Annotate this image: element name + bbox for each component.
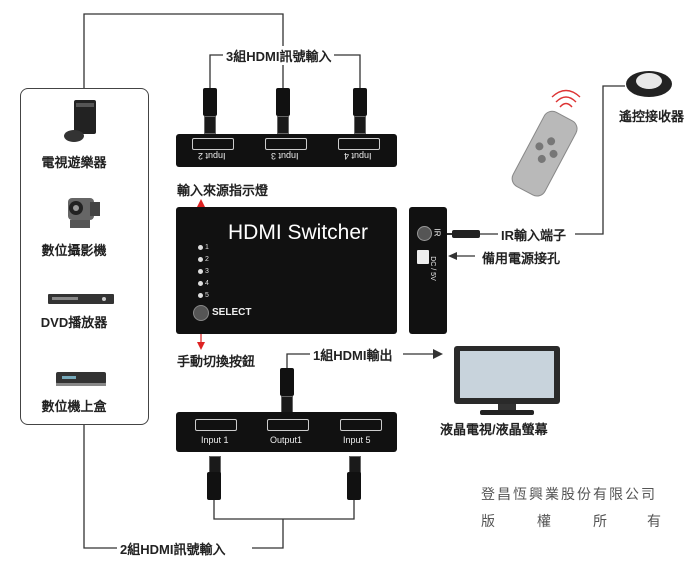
top-input-label: 3組HDMI訊號輸入: [223, 46, 335, 65]
set-top-box-icon: [56, 368, 106, 386]
dc-power-jack[interactable]: [417, 250, 429, 264]
input-led-1: [198, 245, 203, 250]
ir-jack[interactable]: [417, 226, 432, 241]
led-number-2: 2: [205, 256, 209, 263]
device-label-dvd-player: DVD播放器: [40, 315, 108, 330]
device-label-set-top-box: 數位機上盒: [41, 399, 107, 414]
dvd-player-icon: [48, 292, 114, 304]
hdmi-port-input-3: [265, 138, 307, 150]
copyright-char-2: 權: [537, 513, 553, 529]
tv-label: 液晶電視/液晶螢幕: [437, 419, 551, 438]
port-label-input-5: Input 5: [343, 435, 371, 445]
hdmi-port-input-1: [195, 419, 237, 431]
hdmi-port-output-1: [267, 419, 309, 431]
lcd-tv-icon: [452, 344, 562, 416]
select-button[interactable]: [193, 305, 209, 321]
backup-power-label: 備用電源接孔: [479, 248, 564, 267]
bottom-port-panel: [176, 412, 397, 452]
hdmi-plug-tip-top-1: [204, 116, 216, 134]
port-label-input-3: Input 3: [271, 151, 299, 161]
led-number-3: 3: [205, 268, 209, 275]
hdmi-plug-top-3: [353, 88, 367, 116]
led-number-5: 5: [205, 292, 209, 299]
switcher-title: HDMI Switcher: [228, 221, 369, 244]
indicator-label: 輸入來源指示燈: [174, 180, 272, 199]
device-label-camcorder: 數位攝影機: [41, 243, 107, 258]
hdmi-plug-output: [280, 368, 294, 396]
hdmi-port-input-4: [338, 138, 380, 150]
hdmi-plug-tip-top-2: [277, 116, 289, 134]
input-led-2: [198, 257, 203, 262]
port-label-input-2: Input 2: [198, 151, 226, 161]
remote-control-icon: [500, 110, 590, 200]
dc-side-label: DC / 5V: [428, 256, 436, 281]
ir-side-label: IR: [432, 228, 442, 237]
hdmi-plug-tip-top-3: [354, 116, 366, 134]
led-number-4: 4: [205, 280, 209, 287]
port-label-output-1: Output1: [270, 435, 303, 445]
bottom-input-label: 2組HDMI訊號輸入: [117, 539, 229, 558]
select-label: SELECT: [212, 307, 252, 318]
hdmi-plug-top-2: [276, 88, 290, 116]
led-number-1: 1: [205, 244, 209, 251]
source-devices-panel: [20, 88, 149, 425]
hdmi-plug-bottom-2: [347, 472, 361, 500]
copyright-char-3: 所: [593, 513, 609, 529]
hdmi-plug-top-1: [203, 88, 217, 116]
input-led-5: [198, 293, 203, 298]
copyright-char-4: 有: [647, 513, 663, 529]
port-label-input-4: Input 4: [344, 151, 372, 161]
manual-switch-label: 手動切換按鈕: [174, 351, 259, 370]
ir-receiver-icon: [624, 66, 674, 98]
hdmi-port-input-2: [192, 138, 234, 150]
camcorder-icon: [60, 190, 106, 232]
port-label-input-1: Input 1: [201, 435, 229, 445]
copyright-char-1: 版: [481, 513, 497, 529]
hdmi-plug-bottom-1: [207, 472, 221, 500]
receiver-label: 遙控接收器: [616, 106, 688, 125]
game-console-icon: [62, 98, 104, 144]
input-led-3: [198, 269, 203, 274]
hdmi-port-input-5: [340, 419, 382, 431]
hdmi-switcher-front: HDMI Switcher SELECT: [176, 207, 397, 334]
ir-port-label: IR輸入端子: [498, 225, 570, 244]
output-label: 1組HDMI輸出: [310, 345, 396, 364]
device-label-game-console: 電視遊樂器: [41, 155, 107, 170]
copyright-company: 登昌恆興業股份有限公司: [481, 486, 657, 502]
input-led-4: [198, 281, 203, 286]
